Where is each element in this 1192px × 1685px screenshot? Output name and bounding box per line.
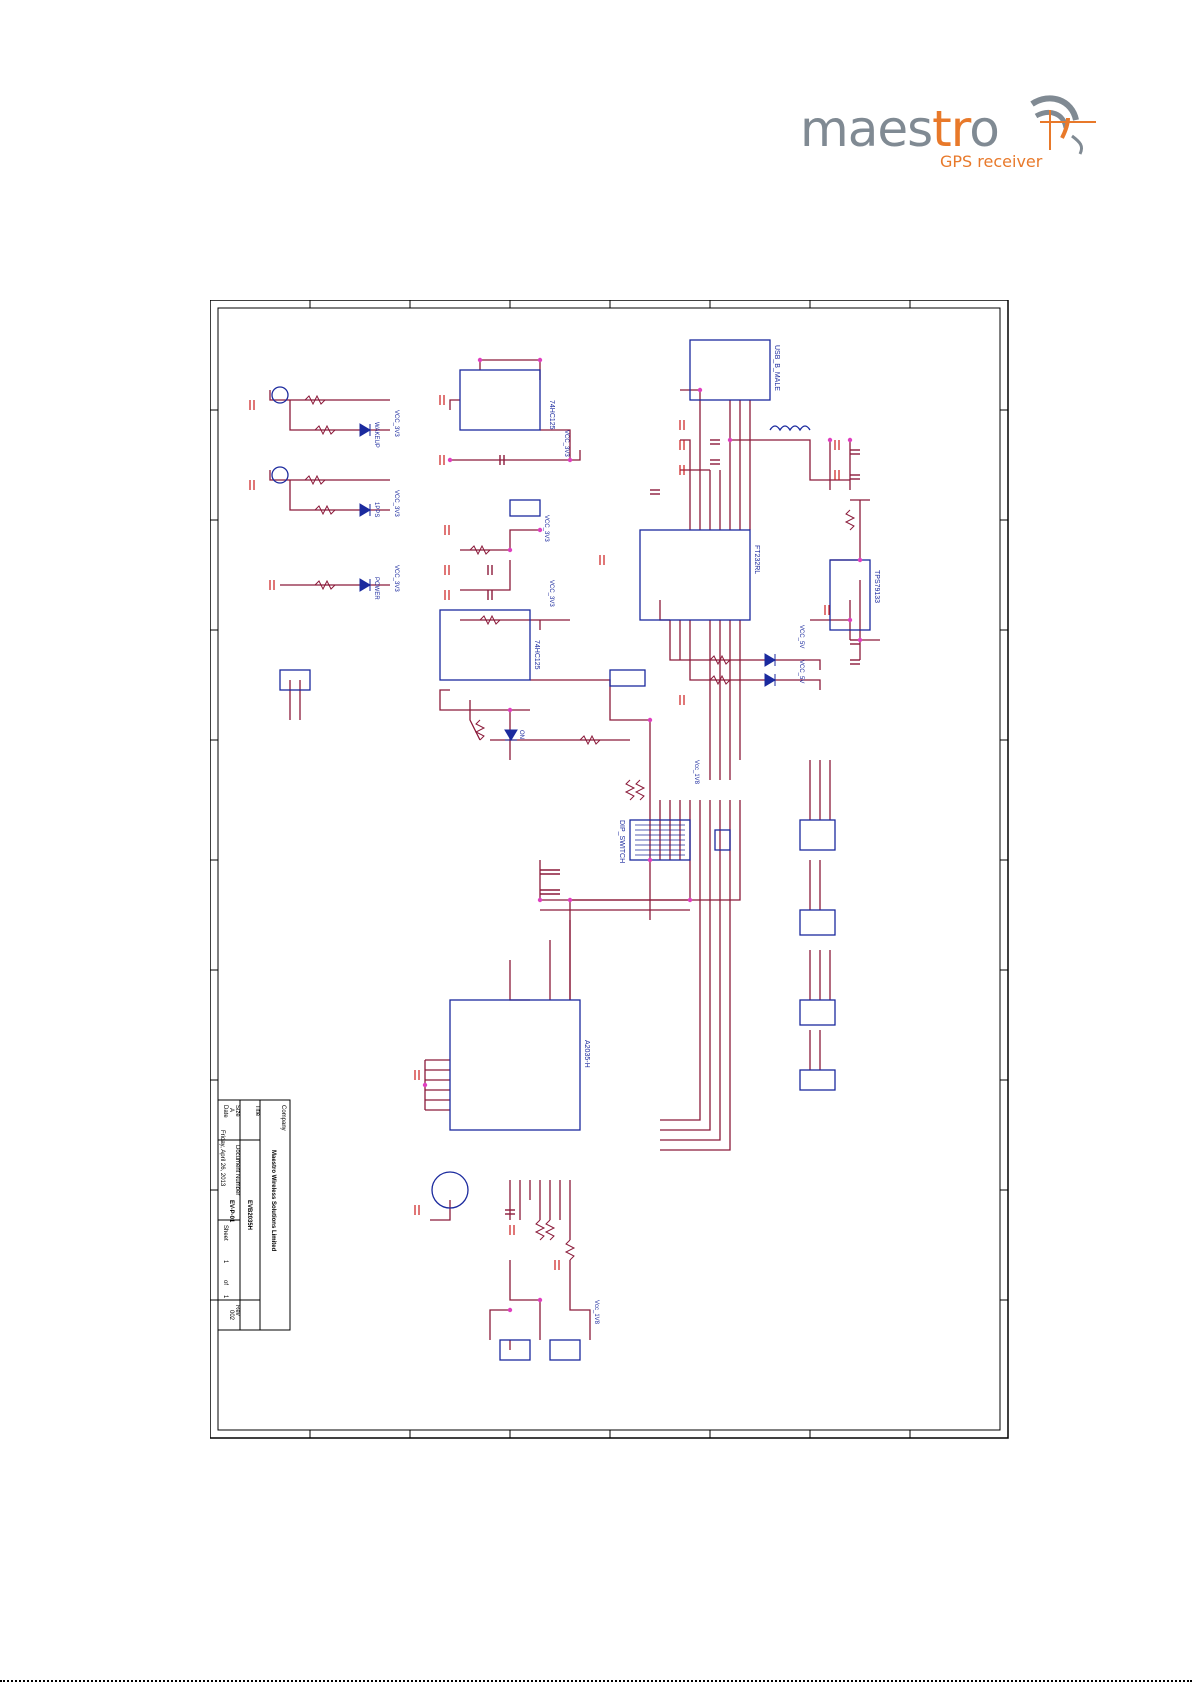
title-block-rev-label: Rev xyxy=(234,1305,240,1316)
button-s2 xyxy=(609,669,646,687)
led-label-power: POWER xyxy=(373,577,379,600)
leds xyxy=(359,423,776,741)
outer-frame xyxy=(210,300,1009,1439)
led-label-1pps: 1PPS xyxy=(373,502,379,517)
inductor-l1 xyxy=(769,425,811,432)
antenna-symbol xyxy=(431,1171,469,1209)
logo-tagline: GPS receiver xyxy=(940,152,1043,171)
net-label: VCC_5V xyxy=(798,660,804,683)
title-block-size-label: Size xyxy=(234,1105,240,1117)
label-j1: USB_B_MALE xyxy=(773,345,780,391)
connector-j4 xyxy=(799,999,836,1026)
chip-u3-body xyxy=(439,609,531,681)
footer-rule xyxy=(0,1680,1192,1685)
chip-sw-body xyxy=(629,819,691,861)
title-block-company-label: Company xyxy=(280,1105,286,1131)
led-label-on: ON xyxy=(518,730,524,739)
title-block-of: 1 xyxy=(222,1295,228,1299)
ic-small-right xyxy=(714,829,731,851)
chip-u2-body xyxy=(639,529,751,621)
maestro-logo: maestro GPS receiver xyxy=(790,80,1110,180)
label-u1: TPS79133 xyxy=(873,570,880,603)
connector-j5 xyxy=(799,1069,836,1091)
title-block-company: Maestro Wireless Solutions Limited xyxy=(270,1150,276,1252)
title-block-of-label: of xyxy=(222,1280,228,1285)
led-label-wakeup: WAKEUP xyxy=(373,422,379,448)
chip-j1-body xyxy=(689,339,771,401)
chip-u4-body xyxy=(459,369,541,431)
title-block-rev: 002 xyxy=(228,1310,234,1321)
net-label: VCC_3V3 xyxy=(543,515,549,542)
button-s1 xyxy=(509,499,541,517)
title-block-title: EVB2035H xyxy=(246,1200,252,1230)
chip-u1-body xyxy=(829,559,871,631)
capacitors xyxy=(487,439,860,1215)
title-block-sheet: 1 xyxy=(222,1260,228,1264)
connector-j7 xyxy=(549,1339,581,1361)
title-block-date: Friday, April 26, 2013 xyxy=(219,1130,225,1187)
zone-ticks xyxy=(210,300,1008,1438)
title-block-doc: EV-P-01 xyxy=(228,1200,234,1223)
title-block-date-label: Date xyxy=(222,1105,228,1118)
transistor-q2 xyxy=(271,466,289,484)
led-labels: WAKEUP 1PPS POWER ON xyxy=(373,422,524,739)
jumper-jp1 xyxy=(279,669,311,691)
title-block-doc-label: Document Number xyxy=(234,1145,240,1195)
logo-swoosh-icon xyxy=(1030,95,1096,155)
label-u5: A2035-H xyxy=(583,1040,590,1068)
connector-j6 xyxy=(499,1339,531,1361)
net-label: Vcc_1V8 xyxy=(693,760,699,785)
net-label: VCC_3V3 xyxy=(393,410,399,437)
title-block-title-label: Title xyxy=(254,1105,260,1117)
label-sw: DIP_SWITCH xyxy=(618,820,625,863)
components xyxy=(271,339,871,1361)
net-labels: VCC_3V3 VCC_3V3 VCC_3V3 VCC_3V3 VCC_3V3 … xyxy=(393,410,804,1325)
schematic-sheet: 74HC125 74HC125 FT232RL TPS79133 A2035-H… xyxy=(210,300,1009,1439)
title-block-sheet-label: Sheet xyxy=(222,1225,228,1241)
inner-frame xyxy=(217,307,1001,1431)
net-label: VCC_3V3 xyxy=(548,580,554,607)
net-label: VCC_3V3 xyxy=(393,490,399,517)
transistor-q1 xyxy=(271,386,289,404)
net-label: VCC_3V3 xyxy=(563,430,569,457)
wires xyxy=(269,359,880,1350)
connector-j3 xyxy=(799,909,836,936)
connector-j2 xyxy=(799,819,836,851)
chip-labels: 74HC125 74HC125 FT232RL TPS79133 A2035-H… xyxy=(533,345,880,1068)
label-u4: 74HC125 xyxy=(548,400,555,430)
ground-symbols xyxy=(249,395,840,1270)
resistors xyxy=(304,394,856,1261)
net-label: VCC_3V3 xyxy=(393,565,399,592)
title-block: Company Maestro Wireless Solutions Limit… xyxy=(217,1099,291,1331)
label-u3: 74HC125 xyxy=(533,640,540,670)
chip-u5-body xyxy=(449,999,581,1131)
title-block-size: A xyxy=(228,1108,234,1112)
logo-wordmark: maestro xyxy=(800,100,1000,158)
junction-dots xyxy=(422,357,863,1313)
net-label: Vcc_1V8 xyxy=(593,1300,599,1325)
label-u2: FT232RL xyxy=(753,545,760,574)
net-label: VCC_5V xyxy=(798,625,804,648)
